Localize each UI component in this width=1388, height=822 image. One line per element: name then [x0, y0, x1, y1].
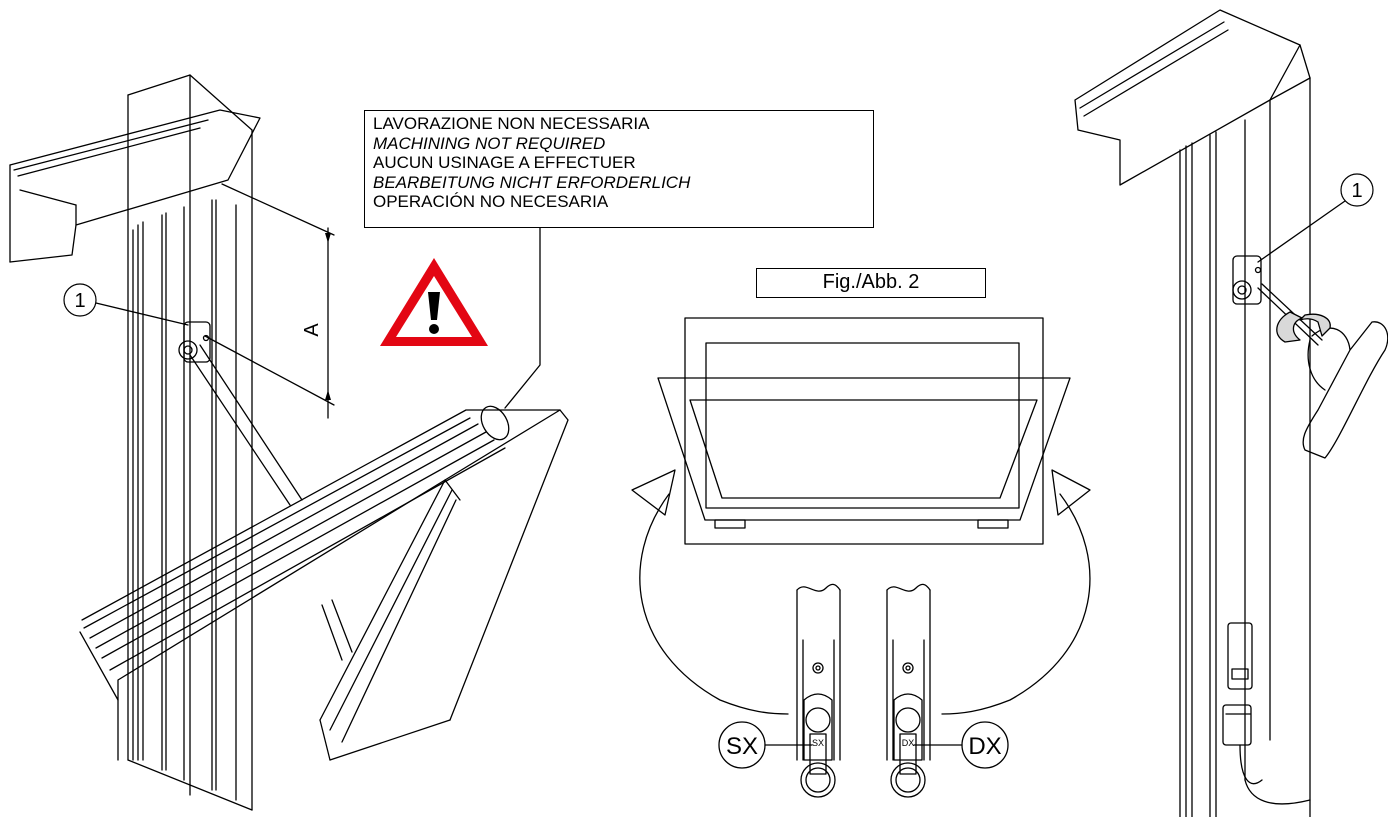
right-assembly: 1: [1074, 9, 1388, 818]
machining-note-box: LAVORAZIONE NON NECESSARIA MACHINING NOT…: [364, 110, 874, 228]
right-hinge-bracket: [1232, 255, 1262, 305]
note-line-french: AUCUN USINAGE A EFFECTUER: [373, 153, 636, 172]
rotate-arrow-icon: [1276, 311, 1331, 343]
note-line-italian: LAVORAZIONE NON NECESSARIA: [373, 114, 650, 133]
left-frame-profile: [127, 74, 253, 811]
left-stay-arm: [189, 344, 353, 661]
left-sash-profile: [79, 405, 569, 761]
note-line-german: BEARBEITUNG NICHT ERFORDERLICH: [373, 172, 691, 192]
left-hinge-bracket: [178, 321, 211, 363]
figure-label: Fig./Abb. 2: [756, 268, 986, 298]
note-line-english: MACHINING NOT REQUIRED: [373, 133, 606, 153]
right-frame-profile: [1074, 9, 1311, 818]
sx-callout-label: SX: [726, 733, 758, 760]
dx-callout: DX: [913, 721, 1009, 769]
dimension-a-label: A: [301, 323, 323, 337]
right-callout-number: 1: [1351, 180, 1362, 202]
note-line-spanish: OPERACIÓN NO NECESARIA: [373, 192, 609, 211]
left-callout-item-1: 1: [63, 283, 189, 326]
left-assembly: 1 A: [9, 74, 569, 811]
right-callout-item-1: 1: [1257, 173, 1374, 263]
note-leader-line: [504, 227, 541, 409]
key-tag-dx: DX: [902, 738, 915, 748]
warning-icon: [380, 258, 488, 346]
dx-callout-label: DX: [968, 733, 1001, 760]
stay-handle-sx: SX: [796, 583, 841, 798]
key-tag-sx: SX: [812, 738, 824, 748]
stay-handle-dx: DX: [886, 583, 931, 798]
left-top-profile: [9, 109, 261, 263]
right-stay-handle: [1222, 622, 1263, 785]
arrow-left-sx: [631, 469, 789, 715]
fig2-window-diagram: [657, 317, 1071, 545]
dimension-a: A: [204, 183, 335, 419]
sx-callout: SX: [718, 721, 813, 769]
left-callout-number: 1: [74, 290, 85, 312]
arrow-right-dx: [941, 469, 1091, 715]
allen-key-tool: [1257, 283, 1388, 459]
